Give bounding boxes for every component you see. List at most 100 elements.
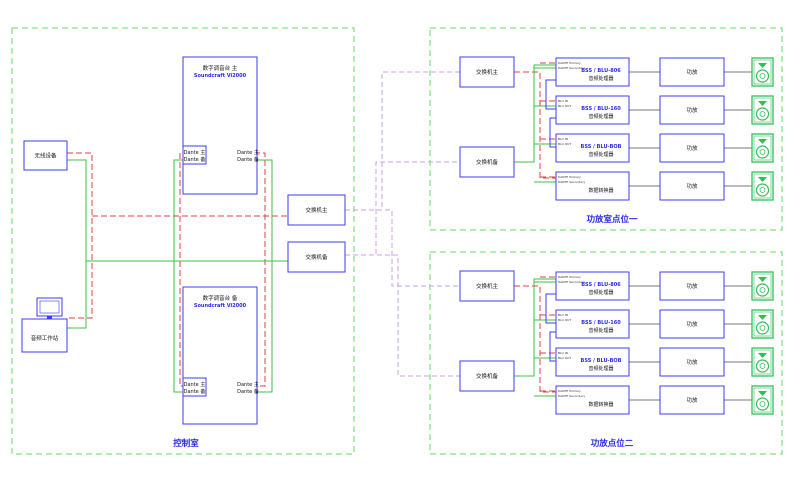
processor-name: 音频处理器 bbox=[588, 327, 613, 334]
wifi-device-label: 无线设备 bbox=[34, 152, 57, 160]
room-switch-backup-label: 交换机备 bbox=[476, 158, 499, 166]
core-switch-main-label: 交换机主 bbox=[305, 206, 328, 214]
console-backup-line2: Soundcraft Vi2000 bbox=[194, 303, 247, 309]
amplifier-label: 功放 bbox=[686, 106, 698, 114]
console-main-dante-main-left: Dante 主 bbox=[184, 149, 206, 156]
processor-box bbox=[555, 133, 630, 163]
speaker-icon bbox=[751, 347, 774, 377]
speaker-icon bbox=[751, 133, 774, 163]
amplifier-box bbox=[659, 309, 725, 339]
speaker-icon bbox=[751, 385, 774, 415]
converter-port-2: DANTE Secondary bbox=[558, 180, 585, 184]
processor-box bbox=[555, 309, 630, 339]
converter-port-1: DANTE Primary bbox=[558, 175, 581, 179]
amplifier-box bbox=[659, 171, 725, 201]
console-backup-dante-port bbox=[182, 377, 207, 397]
console-backup-box bbox=[182, 286, 258, 425]
room-switch-main-label: 交换机主 bbox=[476, 68, 499, 76]
speaker-icon bbox=[751, 309, 774, 339]
control-room-zone bbox=[11, 27, 355, 455]
workstation-box bbox=[21, 318, 68, 353]
amplifier-box bbox=[659, 57, 725, 87]
room-switch-backup-label: 交换机备 bbox=[476, 372, 499, 380]
speaker-icon bbox=[751, 171, 774, 201]
converter-box bbox=[555, 385, 630, 415]
processor-port-1: BLU IN bbox=[558, 351, 568, 355]
processor-port-2: BLU OUT bbox=[558, 142, 571, 146]
amp-room-2-title: 功放点位二 bbox=[591, 438, 634, 449]
processor-port-1: BLU IN bbox=[558, 99, 568, 103]
processor-model: BSS / BLU-BOB bbox=[581, 358, 622, 364]
processor-port-1: BLU IN bbox=[558, 313, 568, 317]
workstation-computer-icon bbox=[36, 297, 63, 319]
room-switch-main-box bbox=[459, 56, 515, 88]
console-backup-dante-main-right: Dante 主 bbox=[237, 381, 259, 388]
processor-box bbox=[555, 271, 630, 301]
processor-model: BSS / BLU-BOB bbox=[581, 144, 622, 150]
amplifier-label: 功放 bbox=[686, 358, 698, 366]
room-switch-main-box bbox=[459, 270, 515, 302]
amplifier-box bbox=[659, 133, 725, 163]
processor-box bbox=[555, 347, 630, 377]
amp-room-1-zone bbox=[429, 27, 783, 231]
amplifier-label: 功放 bbox=[686, 282, 698, 290]
wifi-device-box bbox=[23, 140, 68, 171]
console-main-line1: 数字调音台 主 bbox=[203, 64, 238, 72]
processor-port-1: DANTE Primary bbox=[558, 61, 581, 65]
converter-name: 数据转换器 bbox=[588, 187, 613, 194]
console-main-dante-backup-right: Dante 备 bbox=[237, 156, 259, 163]
console-main-box bbox=[182, 56, 258, 195]
amplifier-box bbox=[659, 271, 725, 301]
console-main-dante-port bbox=[182, 145, 207, 165]
amplifier-label: 功放 bbox=[686, 320, 698, 328]
core-switch-backup-label: 交换机备 bbox=[305, 253, 328, 261]
processor-name: 音频处理器 bbox=[588, 113, 613, 120]
processor-port-2: DANTE Secondary bbox=[558, 280, 585, 284]
room-switch-backup-box bbox=[459, 146, 515, 178]
converter-port-1: DANTE Primary bbox=[558, 389, 581, 393]
processor-port-1: DANTE Primary bbox=[558, 275, 581, 279]
processor-name: 音频处理器 bbox=[588, 289, 613, 296]
console-backup-dante-main-left: Dante 主 bbox=[184, 381, 206, 388]
processor-name: 音频处理器 bbox=[588, 365, 613, 372]
processor-port-1: BLU IN bbox=[558, 137, 568, 141]
converter-name: 数据转换器 bbox=[588, 401, 613, 408]
processor-model: BSS / BLU-160 bbox=[581, 106, 621, 112]
amplifier-label: 功放 bbox=[686, 144, 698, 152]
processor-port-2: DANTE Secondary bbox=[558, 66, 585, 70]
workstation-label: 音频工作站 bbox=[31, 334, 59, 342]
amp-room-2-zone bbox=[429, 251, 783, 455]
console-main-line2: Soundcraft Vi2000 bbox=[194, 73, 247, 79]
console-backup-line1: 数字调音台 备 bbox=[203, 294, 238, 302]
processor-model: BSS / BLU-160 bbox=[581, 320, 621, 326]
speaker-icon bbox=[751, 57, 774, 87]
console-backup-dante-backup-right: Dante 备 bbox=[237, 388, 259, 395]
core-switch-main-box bbox=[287, 194, 346, 226]
control-room-title: 控制室 bbox=[173, 438, 199, 449]
room-switch-backup-box bbox=[459, 360, 515, 392]
amp-room-1-title: 功放室点位一 bbox=[586, 214, 638, 225]
processor-port-2: BLU OUT bbox=[558, 104, 571, 108]
core-switch-backup-box bbox=[287, 241, 346, 273]
amplifier-label: 功放 bbox=[686, 68, 698, 76]
speaker-icon bbox=[751, 95, 774, 125]
console-main-dante-backup-left: Dante 备 bbox=[184, 156, 206, 163]
processor-port-2: BLU OUT bbox=[558, 318, 571, 322]
console-main-dante-main-right: Dante 主 bbox=[237, 149, 259, 156]
processor-name: 音频处理器 bbox=[588, 151, 613, 158]
converter-port-2: DANTE Secondary bbox=[558, 394, 585, 398]
console-backup-dante-backup-left: Dante 备 bbox=[184, 388, 206, 395]
processor-box bbox=[555, 95, 630, 125]
amplifier-label: 功放 bbox=[686, 396, 698, 404]
amplifier-box bbox=[659, 385, 725, 415]
amplifier-label: 功放 bbox=[686, 182, 698, 190]
processor-name: 音频处理器 bbox=[588, 75, 613, 82]
processor-model: BSS / BLU-806 bbox=[581, 282, 621, 288]
room-switch-main-label: 交换机主 bbox=[476, 282, 499, 290]
amplifier-box bbox=[659, 347, 725, 377]
processor-port-2: BLU OUT bbox=[558, 356, 571, 360]
converter-box bbox=[555, 171, 630, 201]
